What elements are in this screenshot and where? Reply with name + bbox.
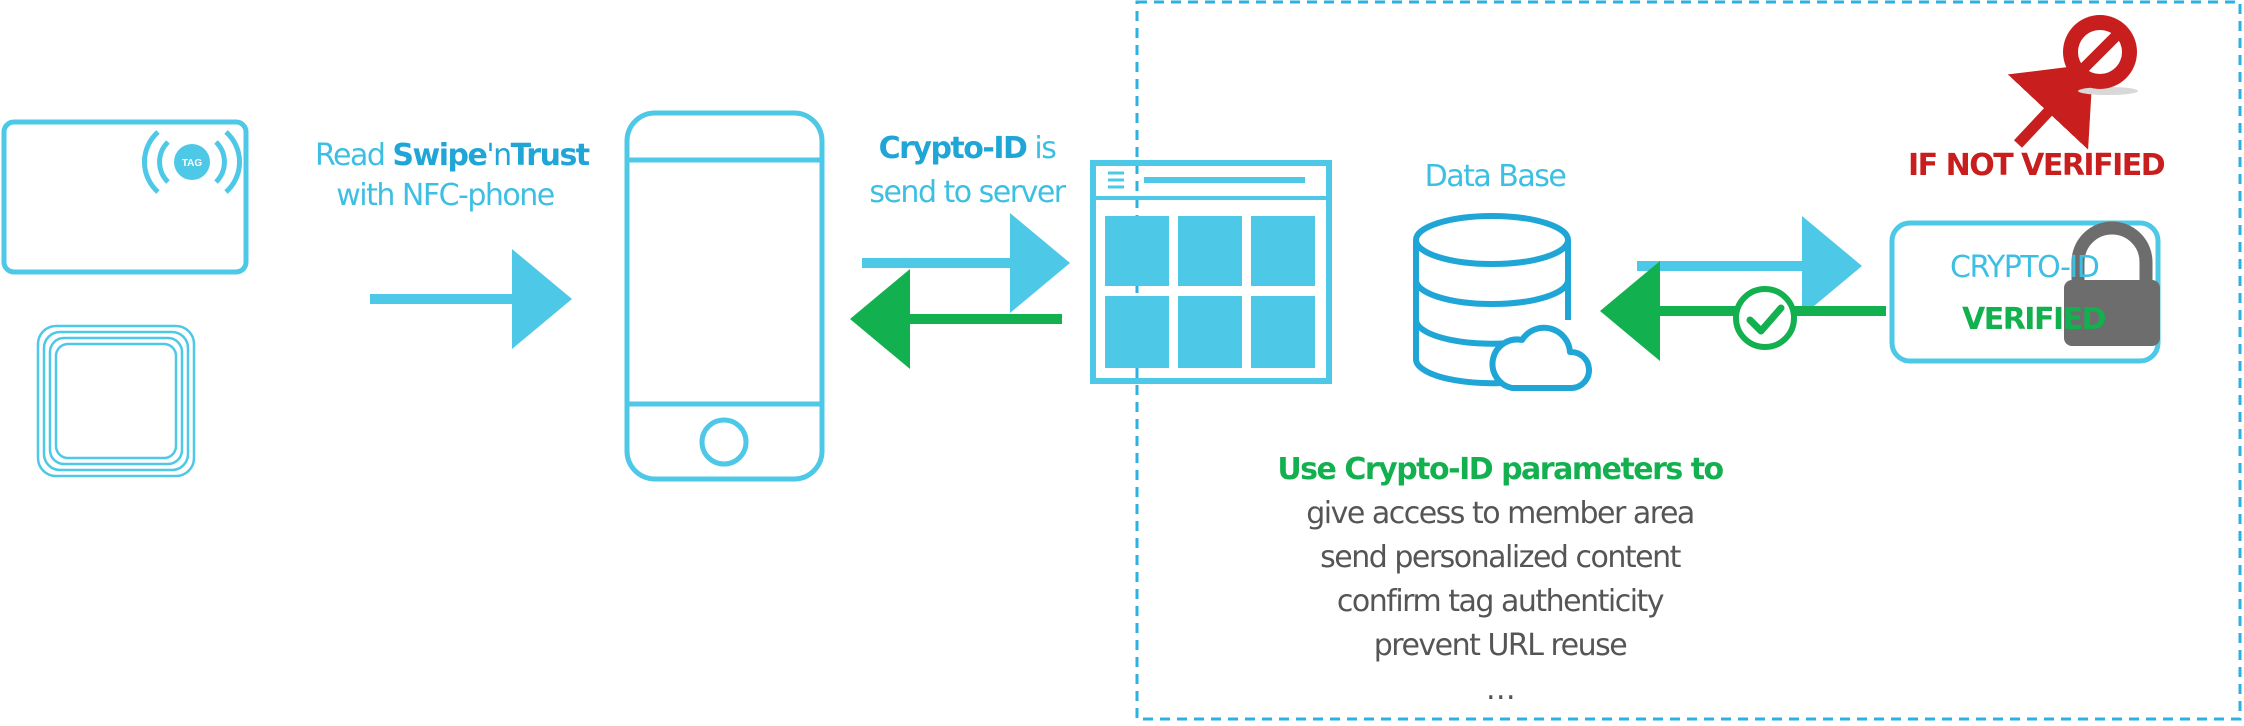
uses-heading: Use Crypto-ID parameters to xyxy=(1277,452,1724,487)
uses-item: give access to member area xyxy=(1306,496,1695,531)
server-webpage-icon xyxy=(1090,160,1332,384)
verified-line2: VERIFIED xyxy=(1962,302,2107,337)
brand-trust: Trust xyxy=(510,138,591,173)
nfc-card xyxy=(1,119,249,275)
verified-line1: CRYPTO-ID xyxy=(1950,250,2100,285)
step-send-label: Crypto-ID is send to server xyxy=(852,127,1082,215)
tag-badge-label: TAG xyxy=(182,158,203,169)
cloud-icon xyxy=(1489,324,1593,391)
step-read-line2: with NFC-phone xyxy=(336,178,555,213)
not-verified-label: IF NOT VERIFIED xyxy=(1908,148,2166,183)
crypto-id-term: Crypto-ID xyxy=(878,131,1028,166)
step-read-line1: Read Swipe'nTrust xyxy=(315,136,590,176)
verified-box-text: CRYPTO-ID VERIFIED xyxy=(1892,242,2158,346)
smartphone-icon xyxy=(624,110,825,482)
forbidden-sign-icon xyxy=(2063,15,2138,95)
database-label: Data Base xyxy=(1424,159,1567,194)
uses-item-ellipsis: … xyxy=(1485,672,1516,707)
step-send-is: is xyxy=(1026,131,1056,166)
step-send-line1: Crypto-ID is xyxy=(852,127,1082,171)
check-circle-icon xyxy=(1733,286,1797,350)
brand-n: 'n xyxy=(486,138,512,173)
lock-icon xyxy=(2064,221,2160,346)
uses-item: confirm tag authenticity xyxy=(1336,584,1665,619)
step-read-label: Read Swipe'nTrust with NFC-phone xyxy=(315,136,590,216)
uses-item: send personalized content xyxy=(1320,540,1681,575)
read-prefix: Read xyxy=(315,138,393,173)
arrow-not-verified xyxy=(2007,63,2094,150)
nfc-sticker-icon xyxy=(36,324,196,478)
step-send-line2: send to server xyxy=(869,175,1066,210)
uses-item: prevent URL reuse xyxy=(1373,628,1628,663)
nfc-wave-icon xyxy=(142,130,242,194)
brand-swipe: Swipe xyxy=(392,138,487,173)
uses-list: Use Crypto-ID parameters to give access … xyxy=(1270,448,1730,712)
